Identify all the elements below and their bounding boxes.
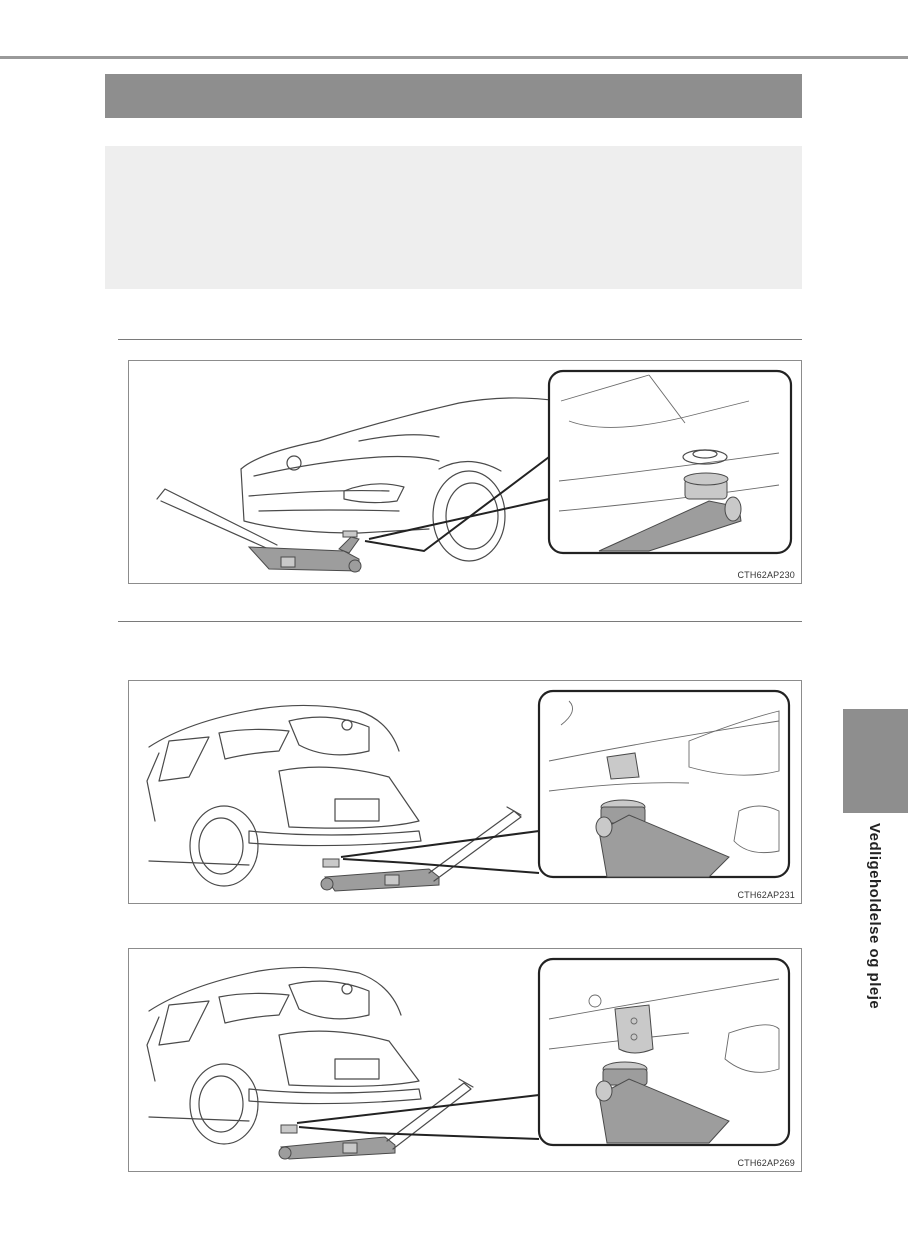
top-rule [0,56,908,59]
figure-code: CTH62AP269 [737,1158,795,1168]
section-title-bar [105,74,802,118]
figure-rear-jack-point-2: CTH62AP269 [128,948,802,1172]
rear-jack-illustration-1 [146,689,791,892]
front-jack-illustration [156,369,793,573]
chapter-side-label: Vedligeholdelse og pleje [866,823,883,1010]
figure-code: CTH62AP230 [737,570,795,580]
info-box [105,146,802,289]
chapter-side-tab [843,709,908,813]
figure-rear-jack-point-1: CTH62AP231 [128,680,802,904]
figure-code: CTH62AP231 [737,890,795,900]
divider-1 [118,339,802,340]
divider-2 [118,621,802,622]
rear-jack-illustration-2 [146,957,791,1160]
figure-front-jack-point: CTH62AP230 [128,360,802,584]
